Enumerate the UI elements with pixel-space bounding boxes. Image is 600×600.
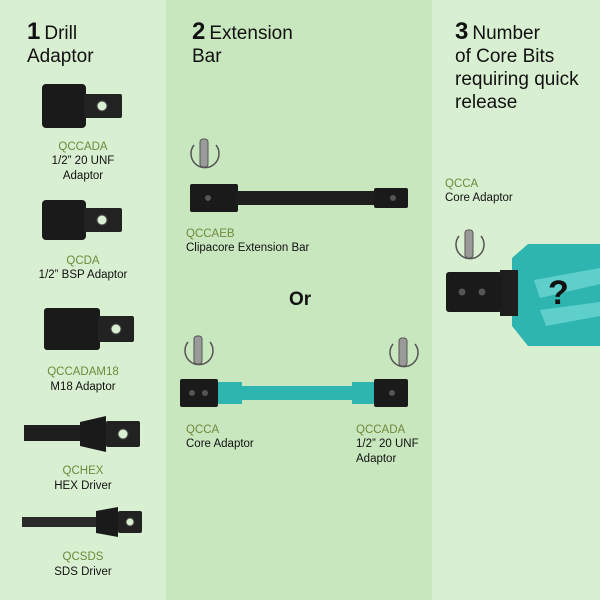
right-adaptor-desc-line1: 1/2” 20 UNF — [356, 438, 419, 450]
section-1-title-line1: Drill — [44, 23, 78, 44]
clip-icon — [389, 337, 419, 368]
qccada-desc: 1/2” 20 UNF Adaptor — [0, 154, 166, 184]
unknown-core-bits-question-mark: ? — [548, 274, 569, 312]
qccadam18-desc: M18 Adaptor — [50, 381, 116, 393]
qccada-desc-line2: Adaptor — [62, 170, 104, 182]
extension-bar-panel — [166, 0, 432, 600]
qcsds-driver-image — [22, 507, 142, 537]
clip-icon — [190, 138, 220, 169]
or-label: Or — [289, 289, 312, 310]
qccada-desc-line1: 1/2” 20 UNF — [51, 155, 115, 167]
left-core-adaptor-code: QCCA — [186, 424, 220, 436]
qccada-code: QCCADA — [58, 141, 108, 153]
qccaeb-extension-bar-image — [190, 184, 408, 212]
qccaeb-desc: Clipacore Extension Bar — [186, 242, 310, 254]
qccaeb-code: QCCAEB — [186, 228, 235, 240]
section-2-number: 2 — [192, 18, 206, 45]
qcda-desc: 1/2” BSP Adaptor — [38, 269, 128, 281]
qcda-adaptor-image — [42, 200, 122, 240]
section-3-title-line2: of Core Bits — [455, 46, 555, 67]
right-adaptor-desc-line2: Adaptor — [356, 453, 397, 465]
qchex-code: QCHEX — [62, 465, 104, 477]
section-2-title-line1: Extension — [209, 23, 293, 44]
clip-icon — [184, 335, 214, 366]
qchex-driver-image — [24, 416, 140, 452]
qcda-code: QCDA — [66, 255, 100, 267]
core-adaptor-code: QCCA — [445, 178, 479, 190]
right-adaptor-code: QCCADA — [356, 424, 406, 436]
section-3-title-line4: release — [455, 92, 518, 113]
section-1-number: 1 — [27, 18, 41, 45]
core-bit-image — [446, 244, 600, 346]
section-3-number: 3 — [455, 18, 469, 45]
section-3-title-line1: Number — [472, 23, 540, 44]
clip-icon — [455, 229, 485, 260]
section-3-title-line3: requiring quick — [455, 69, 579, 90]
qchex-desc: HEX Driver — [54, 480, 112, 492]
left-core-adaptor-desc: Core Adaptor — [186, 438, 254, 450]
section-1-title-line2: Adaptor — [27, 46, 94, 67]
right-adaptor-desc: 1/2” 20 UNF Adaptor — [356, 437, 419, 467]
qcsds-desc: SDS Driver — [54, 566, 112, 578]
qcsds-code: QCSDS — [62, 551, 104, 563]
qccada-adaptor-image — [42, 84, 122, 128]
core-adaptor-desc: Core Adaptor — [445, 192, 513, 204]
teal-extension-assembly-image — [180, 379, 408, 407]
qccadam18-code: QCCADAM18 — [47, 366, 119, 378]
section-2-title-line2: Bar — [192, 46, 222, 67]
qccadam18-adaptor-image — [44, 308, 134, 350]
